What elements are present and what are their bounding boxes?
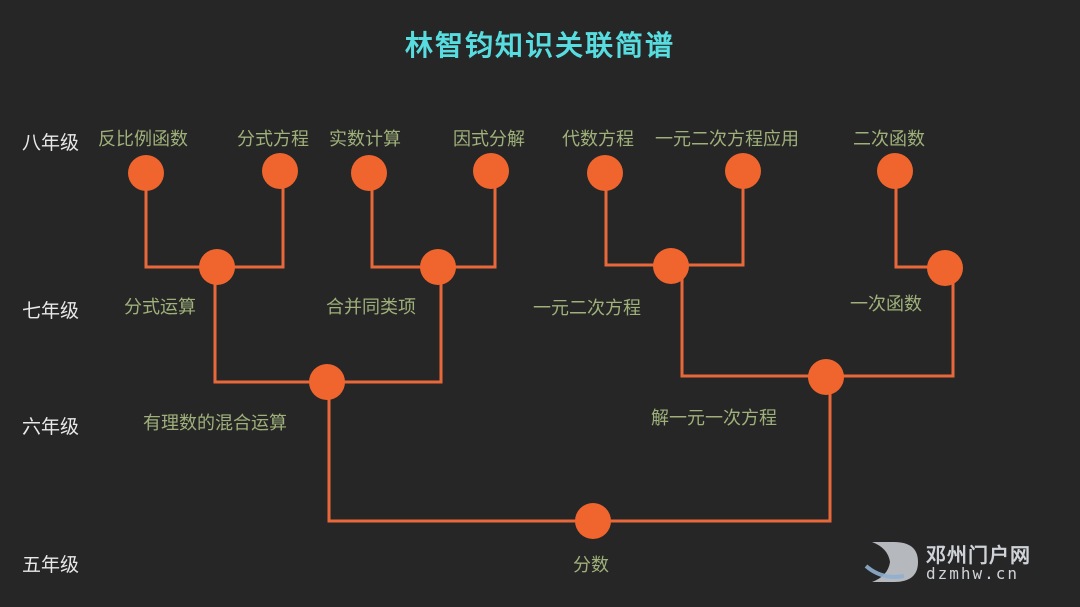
node-fanbili xyxy=(128,155,164,191)
watermark-logo-icon xyxy=(864,542,918,582)
label-ercihanshu: 二次函数 xyxy=(853,129,925,150)
node-fenshiyunsuan xyxy=(199,249,235,285)
label-daishufangcheng: 代数方程 xyxy=(562,129,634,150)
node-ercihanshu xyxy=(877,153,913,189)
node-yicihanshu xyxy=(927,250,963,286)
edge-jieyiyuanyici-yiyuanerci xyxy=(680,268,826,378)
node-fenshu xyxy=(575,503,611,539)
edges xyxy=(144,173,955,523)
edge-yiyuanerci-daishufangcheng xyxy=(604,173,671,267)
node-fenshifangcheng xyxy=(262,153,298,189)
node-yinshifenjie xyxy=(473,153,509,189)
node-jieyiyuanyici xyxy=(808,359,844,395)
label-yiyuanerci: 一元二次方程 xyxy=(533,298,641,319)
node-daishufangcheng xyxy=(587,155,623,191)
edge-fenshiyunsuan-fenshifangcheng xyxy=(217,173,285,269)
label-jieyiyuanyici: 解一元一次方程 xyxy=(651,408,777,429)
edge-fenshu-youlishu xyxy=(327,383,593,523)
label-youlishu: 有理数的混合运算 xyxy=(143,413,287,434)
edge-hebingtonglei-shishujisuan xyxy=(370,173,438,269)
node-yiyuanerci-yingyong xyxy=(725,153,761,189)
node-yiyuanerci xyxy=(653,248,689,284)
watermark-name: 邓州门户网 xyxy=(926,543,1031,567)
grade-label-5: 五年级 xyxy=(22,554,80,576)
nodes xyxy=(128,153,963,539)
edge-fenshiyunsuan-fanbili xyxy=(144,173,217,269)
label-shishujisuan: 实数计算 xyxy=(329,129,401,150)
label-fenshu: 分数 xyxy=(573,555,609,576)
edge-jieyiyuanyici-yicihanshu xyxy=(826,268,955,378)
edge-yiyuanerci-yingyong xyxy=(671,173,745,267)
label-yicihanshu: 一次函数 xyxy=(850,294,922,315)
label-yinshifenjie: 因式分解 xyxy=(453,129,525,150)
node-hebingtonglei xyxy=(420,249,456,285)
watermark-url: dzmhw.cn xyxy=(926,564,1020,583)
grade-label-6: 六年级 xyxy=(22,416,80,438)
edge-youlishu-hebingtonglei xyxy=(327,268,443,384)
edge-hebingtonglei-yinshifenjie xyxy=(438,173,497,269)
label-hebingtonglei: 合并同类项 xyxy=(326,297,416,318)
edge-fenshu-jieyiyuanyici xyxy=(593,377,832,523)
page-title: 林智钧知识关联简谱 xyxy=(404,29,675,62)
node-youlishu xyxy=(309,364,345,400)
label-yiyuanerci-yingyong: 一元二次方程应用 xyxy=(655,129,799,150)
grade-label-8: 八年级 xyxy=(22,132,80,154)
label-fenshiyunsuan: 分式运算 xyxy=(124,297,196,318)
node-shishujisuan xyxy=(351,155,387,191)
label-fenshifangcheng: 分式方程 xyxy=(237,129,309,150)
grade-label-7: 七年级 xyxy=(22,300,80,322)
label-fanbili: 反比例函数 xyxy=(98,129,188,150)
edge-youlishu-fenshiyunsuan xyxy=(213,268,327,384)
